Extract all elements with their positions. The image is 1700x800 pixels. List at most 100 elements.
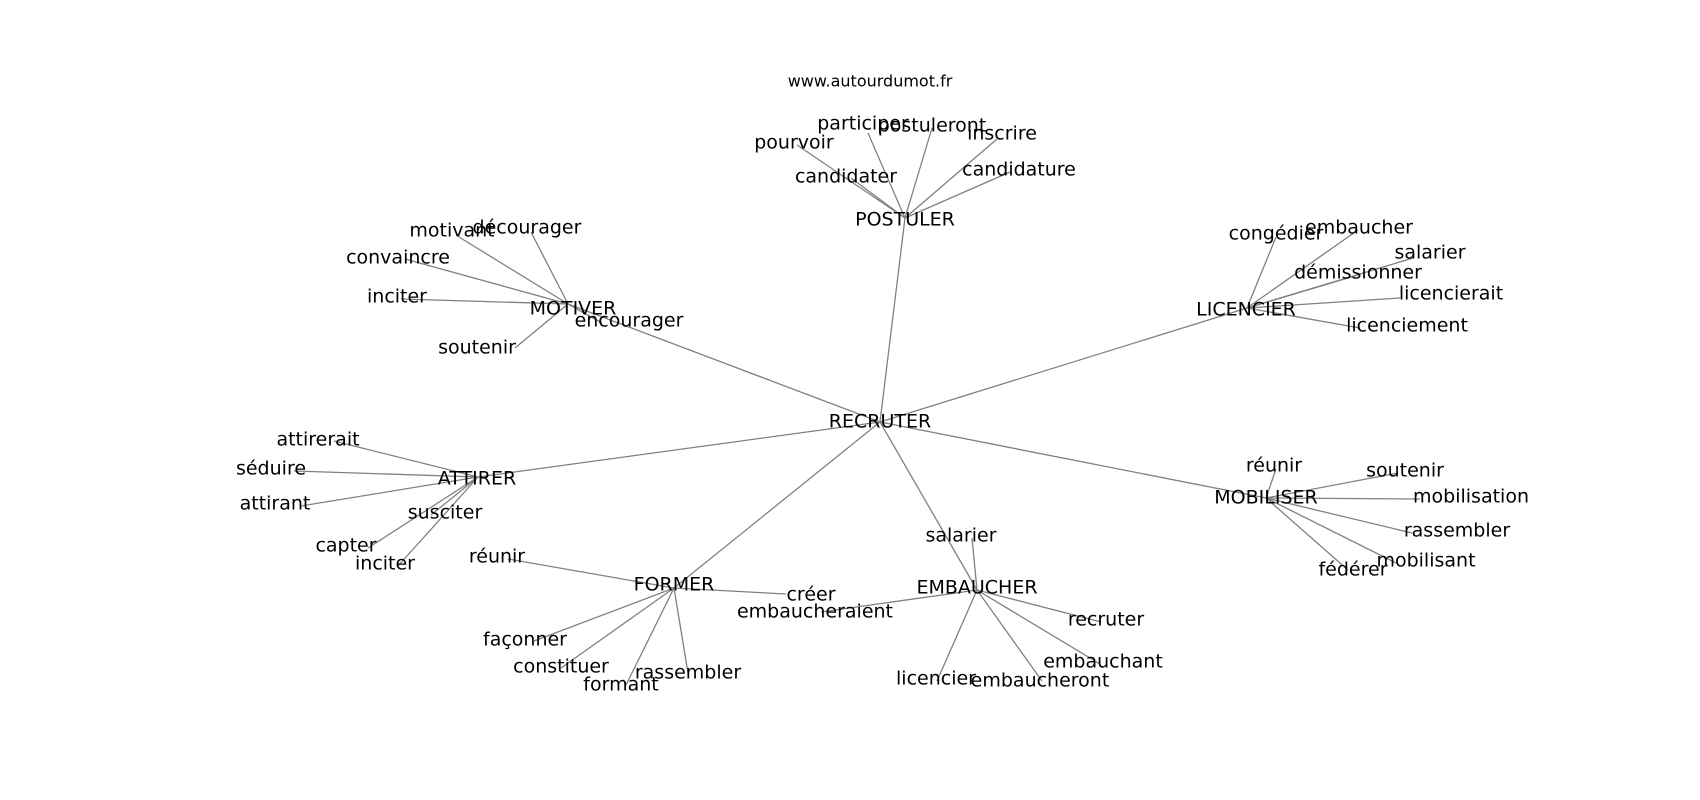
edge-licencier-5 [1246,307,1361,329]
hub-node-embaucher[interactable]: EMBAUCHER [916,577,1037,599]
leaf-node-licencier-1[interactable]: embaucher [1305,217,1413,239]
edge-postuler-4 [850,177,906,219]
leaf-node-mobiliser-5[interactable]: mobilisant [1376,550,1475,572]
leaf-node-former-3[interactable]: constituer [513,656,609,678]
edge-postuler-5 [904,171,1011,219]
leaf-node-attirer-2[interactable]: attirant [240,493,311,515]
leaf-node-embaucher-0[interactable]: salarier [925,525,996,547]
edge-center-former [673,421,881,589]
leaf-node-embaucher-2[interactable]: recruter [1068,609,1145,631]
edge-mobiliser-5 [1265,497,1397,564]
leaf-node-licencier-5[interactable]: licenciement [1346,315,1468,337]
hub-node-licencier[interactable]: LICENCIER [1196,299,1296,321]
edge-mobiliser-4 [1265,497,1349,571]
edge-center-motiver [567,303,881,423]
leaf-node-postuler-1[interactable]: postuleront [878,115,987,137]
leaf-node-attirer-4[interactable]: capter [315,535,376,557]
edge-licencier-4 [1246,297,1401,309]
leaf-node-postuler-4[interactable]: candidater [795,166,897,188]
leaf-node-former-2[interactable]: façonner [483,629,567,651]
edge-motiver-0 [458,236,569,305]
edge-embaucher-5 [976,589,1043,682]
edge-embaucher-3 [976,589,1101,665]
edge-attirer-3 [430,476,479,516]
graph-labels: www.autourdumot.fr RECRUTER POSTULER parti… [236,72,1529,696]
edge-postuler-2 [904,138,998,219]
leaf-node-postuler-5[interactable]: candidature [962,159,1076,181]
edge-mobiliser-3 [1265,497,1413,534]
source-url[interactable]: www.autourdumot.fr [788,72,953,91]
hub-node-postuler[interactable]: POSTULER [855,209,955,231]
leaf-node-mobiliser-1[interactable]: soutenir [1366,460,1444,482]
leaf-node-embaucher-4[interactable]: licencier [896,668,976,690]
edge-motiver-3 [400,298,569,305]
leaf-node-motiver-1[interactable]: décourager [473,217,582,239]
hub-node-mobiliser[interactable]: MOBILISER [1214,487,1317,509]
leaf-node-attirer-0[interactable]: attirerait [276,429,359,451]
edge-former-5 [673,587,689,674]
leaf-node-motiver-0[interactable]: motivant [409,220,494,242]
edge-attirer-4 [367,476,479,549]
edge-licencier-0 [1246,236,1277,309]
leaf-node-postuler-2[interactable]: inscrire [967,123,1037,145]
edge-center-licencier [879,307,1248,423]
edge-embaucher-4 [936,589,978,682]
edge-former-1 [673,587,787,595]
edge-center-mobiliser [879,421,1267,499]
leaf-node-licencier-0[interactable]: congédier [1229,223,1324,245]
hub-node-motiver[interactable]: MOTIVER [530,298,617,320]
leaf-node-former-0[interactable]: réunir [469,546,525,568]
edge-postuler-1 [904,127,933,219]
edge-motiver-5 [514,303,569,349]
edge-mobiliser-1 [1265,472,1399,499]
leaf-node-licencier-2[interactable]: salarier [1394,242,1465,264]
leaf-node-motiver-2[interactable]: convaincre [346,247,450,269]
leaf-node-attirer-5[interactable]: inciter [355,553,415,575]
leaf-node-licencier-3[interactable]: démissionner [1294,262,1422,284]
leaf-node-attirer-3[interactable]: susciter [408,502,483,524]
edge-center-attirer [477,421,881,478]
edge-former-2 [533,587,675,642]
leaf-node-motiver-4[interactable]: encourager [575,310,684,332]
edge-motiver-4 [567,303,603,324]
graph-edges [293,127,1421,686]
leaf-node-mobiliser-0[interactable]: réunir [1246,455,1302,477]
leaf-node-mobiliser-3[interactable]: rassembler [1404,520,1510,542]
edge-licencier-3 [1246,274,1359,309]
edge-motiver-1 [530,231,569,305]
edge-embaucher-2 [976,589,1102,623]
edge-licencier-1 [1246,229,1359,309]
edge-mobiliser-0 [1265,468,1277,499]
leaf-node-mobiliser-4[interactable]: fédérer [1318,559,1387,581]
edge-attirer-5 [397,476,479,567]
leaf-node-embaucher-5[interactable]: embaucheront [971,670,1110,692]
edge-former-0 [507,558,675,589]
leaf-node-embaucher-1[interactable]: embaucheraient [737,601,893,623]
leaf-node-motiver-3[interactable]: inciter [367,286,427,308]
leaf-node-attirer-1[interactable]: séduire [236,458,306,480]
edge-attirer-0 [333,440,479,478]
leaf-node-licencier-4[interactable]: licencierait [1399,283,1503,305]
leaf-node-former-1[interactable]: créer [786,584,835,606]
edge-attirer-2 [300,476,479,507]
leaf-node-former-5[interactable]: rassembler [635,662,741,684]
leaf-node-mobiliser-2[interactable]: mobilisation [1413,486,1529,508]
edge-center-postuler [879,217,906,423]
edge-mobiliser-2 [1265,497,1421,500]
leaf-node-postuler-3[interactable]: pourvoir [754,132,834,154]
leaf-node-postuler-0[interactable]: participer [817,113,909,135]
edge-former-3 [560,587,675,669]
edge-center-embaucher [879,421,978,591]
edge-postuler-0 [867,132,906,219]
edge-postuler-3 [796,144,906,219]
edge-embaucher-0 [971,537,978,591]
leaf-node-motiver-5[interactable]: soutenir [438,337,516,359]
edge-former-4 [625,587,675,686]
center-node-label[interactable]: RECRUTER [829,411,931,433]
hub-node-attirer[interactable]: ATTIRER [438,468,516,490]
hub-node-former[interactable]: FORMER [634,574,715,596]
leaf-node-embaucher-3[interactable]: embauchant [1043,651,1163,673]
edge-embaucher-1 [820,589,978,613]
leaf-node-former-4[interactable]: formant [583,674,658,696]
